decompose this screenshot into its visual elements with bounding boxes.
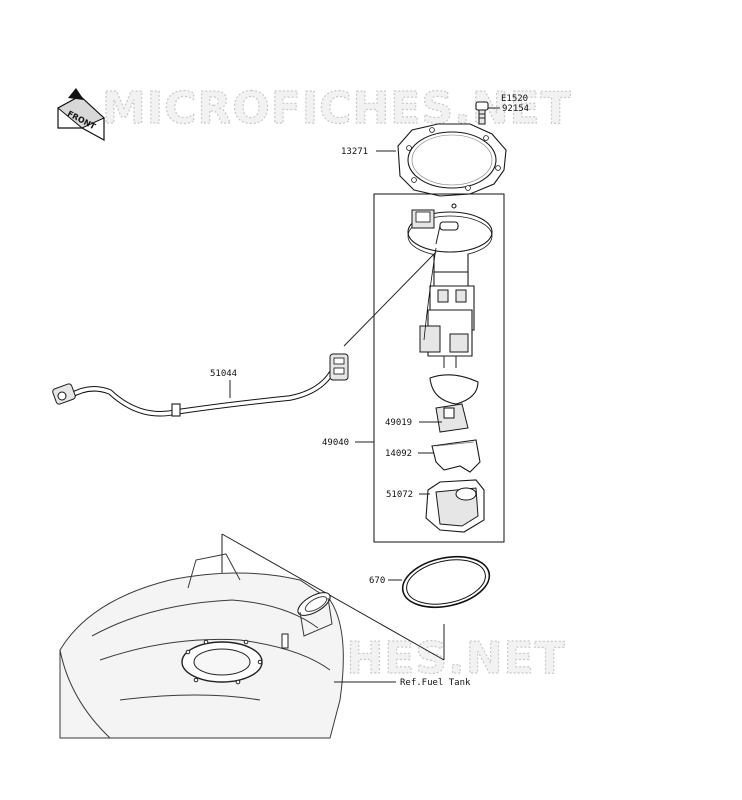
- filter-49019: [429, 374, 479, 433]
- assembly-box-49040: [373, 193, 505, 543]
- part-label-13271: 13271: [341, 147, 368, 157]
- part-label-e1520: E1520: [501, 94, 528, 104]
- front-arrow-icon: FRONT: [57, 88, 105, 142]
- fuel-hose-51044: [52, 353, 349, 417]
- part-label-92154: 92154: [502, 104, 529, 114]
- part-label-51072: 51072: [386, 490, 413, 500]
- o-ring-670: [401, 556, 491, 608]
- fuel-pump-assembly: [407, 203, 493, 368]
- part-label-670: 670: [369, 576, 385, 586]
- part-label-51044: 51044: [210, 369, 237, 379]
- part-label-ref-fuel-tank: Ref.Fuel Tank: [400, 678, 471, 688]
- part-label-49019: 49019: [385, 418, 412, 428]
- part-label-14092: 14092: [385, 449, 412, 459]
- fuel-tank-reference: [59, 553, 344, 739]
- bolt-92154: [475, 101, 500, 125]
- bracket-51072: [425, 479, 485, 533]
- gasket-plate-13271: [397, 123, 507, 197]
- cover-14092: [431, 439, 481, 473]
- part-label-49040: 49040: [322, 438, 349, 448]
